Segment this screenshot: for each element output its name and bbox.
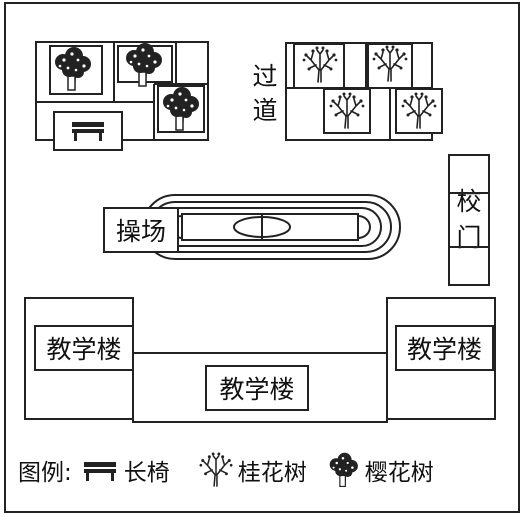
corridor-char-1: 过: [252, 62, 278, 91]
osmanthus-tree-icon: [198, 452, 233, 487]
building-center-label: 教学楼: [205, 365, 309, 411]
top-right-garden: [285, 42, 443, 141]
cherry-tree-icon: [54, 46, 92, 91]
osmanthus-tree-icon: [328, 91, 366, 129]
cherry-tree-icon: [328, 452, 359, 488]
osmanthus-tree-icon: [371, 44, 409, 82]
map-border: [4, 2, 520, 513]
legend: 图例: 长椅 桂花树 樱花树: [18, 452, 434, 488]
corridor-char-2: 道: [252, 96, 278, 125]
building-right-label: 教学楼: [395, 325, 494, 371]
legend-bench-label: 长椅: [123, 460, 170, 486]
playground-label: 操场: [103, 207, 179, 253]
legend-osmanthus-label: 桂花树: [237, 460, 307, 486]
corridor-label: 过 道: [250, 60, 280, 128]
gate-char-1: 校: [456, 187, 482, 216]
cherry-tree-icon: [125, 42, 163, 87]
legend-title: 图例:: [18, 460, 72, 486]
bench-icon: [83, 462, 116, 481]
gate-char-2: 门: [456, 223, 482, 252]
playground-track: [142, 194, 401, 260]
legend-cherry-label: 樱花树: [364, 460, 434, 486]
school-gate: 校 门: [448, 154, 490, 286]
osmanthus-tree-icon: [301, 45, 339, 83]
building-left-label: 教学楼: [34, 325, 134, 371]
cherry-tree-icon: [162, 86, 200, 131]
